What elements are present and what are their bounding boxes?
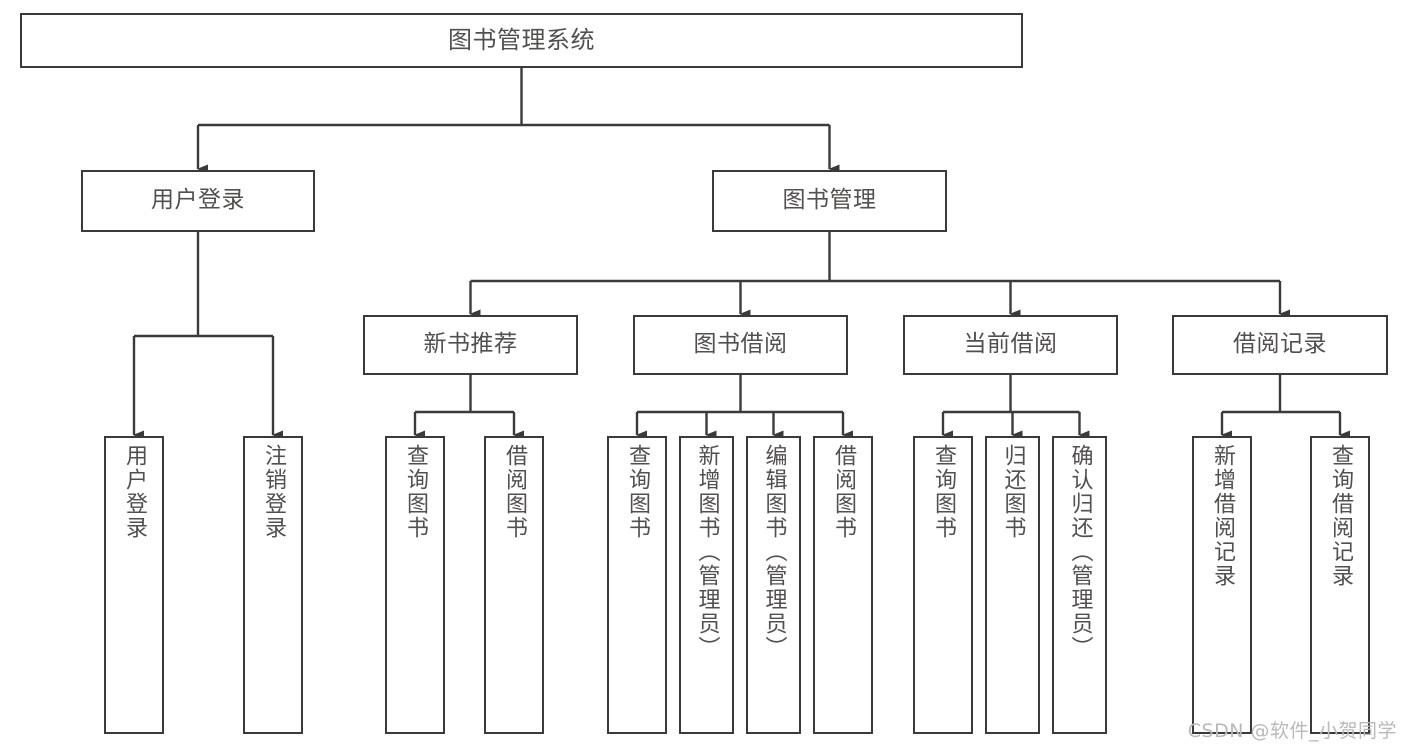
node-label: 借阅图书: [831, 444, 856, 540]
node-label: 用户登录: [122, 444, 147, 540]
node-leaf-return-book[interactable]: 归还图书: [985, 436, 1040, 734]
node-label: 查询图书: [625, 444, 650, 540]
node-new-book-recommendation[interactable]: 新书推荐: [363, 315, 578, 375]
watermark-text: CSDN @软件_小贺同学: [1187, 720, 1397, 742]
node-label: 图书管理: [782, 187, 877, 214]
node-leaf-borrow-book-2[interactable]: 借阅图书: [813, 436, 873, 734]
node-leaf-query-borrow-record[interactable]: 查询借阅记录: [1310, 436, 1370, 734]
node-current-borrow[interactable]: 当前借阅: [903, 315, 1118, 375]
node-leaf-add-book[interactable]: 新增图书（管理员）: [679, 436, 734, 734]
node-label: 查询借阅记录: [1328, 444, 1353, 588]
node-leaf-borrow-book-1[interactable]: 借阅图书: [484, 436, 544, 734]
node-label: 当前借阅: [963, 331, 1058, 358]
node-book-management-system[interactable]: 图书管理系统: [20, 13, 1023, 68]
node-leaf-query-book-3[interactable]: 查询图书: [913, 436, 973, 734]
node-label: 图书管理系统: [448, 26, 595, 55]
node-book-management[interactable]: 图书管理: [712, 170, 947, 232]
node-leaf-add-borrow-record[interactable]: 新增借阅记录: [1192, 436, 1252, 734]
node-label: 新增借阅记录: [1210, 444, 1235, 588]
node-label: 确认归还（管理员）: [1067, 444, 1093, 660]
node-label: 查询图书: [403, 444, 428, 540]
node-user-login[interactable]: 用户登录: [81, 170, 315, 232]
node-label: 图书借阅: [693, 331, 788, 358]
node-leaf-query-book-2[interactable]: 查询图书: [607, 436, 667, 734]
node-leaf-edit-book[interactable]: 编辑图书（管理员）: [746, 436, 801, 734]
node-leaf-user-login[interactable]: 用户登录: [104, 436, 164, 734]
node-label: 归还图书: [1000, 444, 1026, 540]
node-label: 新增图书（管理员）: [694, 444, 720, 660]
node-book-borrow[interactable]: 图书借阅: [633, 315, 848, 375]
node-label: 用户登录: [151, 187, 245, 214]
node-leaf-confirm-return[interactable]: 确认归还（管理员）: [1052, 436, 1107, 734]
node-label: 借阅记录: [1233, 331, 1327, 358]
node-label: 查询图书: [931, 444, 956, 540]
node-label: 借阅图书: [502, 444, 527, 540]
node-label: 新书推荐: [423, 331, 518, 358]
node-leaf-query-book-1[interactable]: 查询图书: [385, 436, 445, 734]
node-label: 编辑图书（管理员）: [761, 444, 787, 660]
node-borrow-record[interactable]: 借阅记录: [1172, 315, 1388, 375]
node-label: 注销登录: [261, 444, 286, 540]
node-leaf-logout[interactable]: 注销登录: [243, 436, 303, 734]
